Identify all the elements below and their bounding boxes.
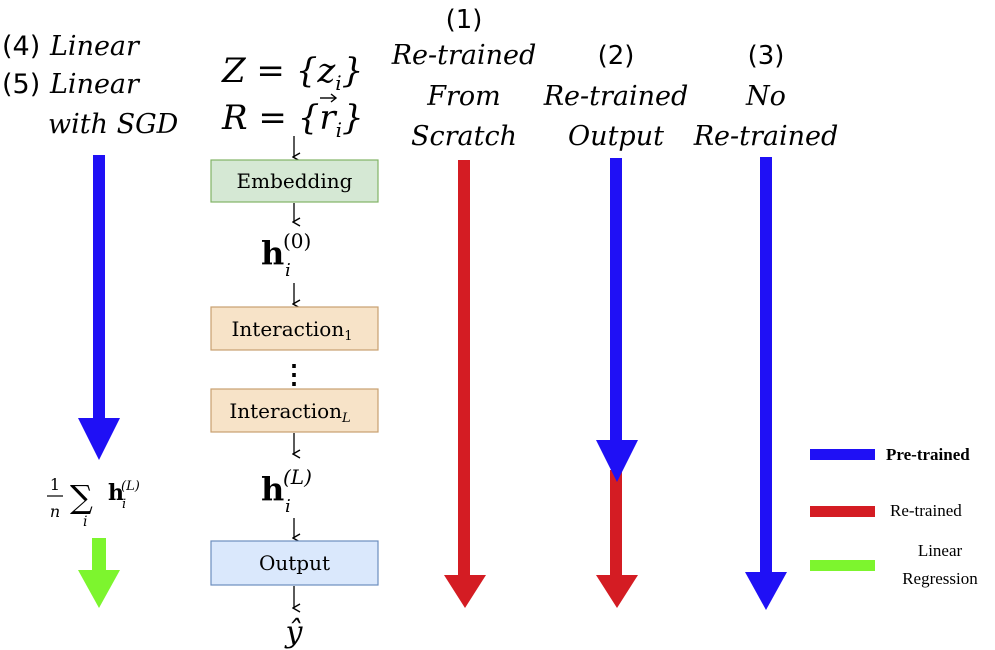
mean-frac-numerator: 1 [50, 475, 60, 494]
h0-sup: (0) [283, 229, 311, 253]
legend-swatch-retrained [810, 506, 875, 517]
r-definition: R = {ri} [221, 98, 364, 142]
interaction-1-label: Interaction1 [232, 317, 353, 344]
output-label: Output [259, 551, 330, 575]
column-3-heading: (3) No Re-trained [693, 41, 839, 152]
interaction-ellipsis: ⋮ [281, 360, 307, 390]
hL-representation: h i (L) [261, 465, 312, 517]
linear-sgd-label: Linear [49, 69, 141, 100]
column-3-line2: Re-trained [693, 121, 839, 152]
with-sgd-label: with SGD [48, 109, 179, 140]
column-1-heading: (1) Re-trained From Scratch [391, 5, 537, 152]
sum-index: i [83, 514, 87, 530]
legend-label-retrained: Re-trained [890, 501, 962, 520]
mean-h-symbol: h [108, 480, 124, 506]
legend-swatch-linear-regression [810, 560, 875, 571]
column-1-retrained-arrow [444, 160, 486, 608]
legend-swatch-pretrained [810, 449, 875, 460]
legend-item-pretrained: Pre-trained [810, 445, 970, 464]
mean-h-sub: i [122, 497, 126, 512]
input-definitions: Z = {zi} R = {ri} [221, 51, 364, 142]
column-1-number: (1) [446, 5, 483, 35]
linear-label: Linear [49, 31, 141, 62]
legend-item-linear-regression: Linear Regression [810, 541, 978, 588]
mean-frac-denominator: n [50, 502, 60, 521]
legend-label-pretrained: Pre-trained [886, 445, 970, 464]
column-1-line3: Scratch [411, 121, 517, 152]
legend-item-retrained: Re-trained [810, 501, 962, 520]
column-1-line1: Re-trained [391, 40, 537, 71]
hL-sup: (L) [283, 465, 312, 489]
column-3-line1: No [745, 81, 786, 112]
linear-sgd-number: (5) [2, 69, 40, 100]
column-1-line2: From [426, 81, 501, 112]
prediction-yhat: ŷ [284, 615, 304, 650]
sum-symbol: ∑ [70, 478, 93, 516]
embedding-block: Embedding [210, 159, 379, 203]
h0-sub: i [285, 260, 291, 281]
left-pretrained-arrow [78, 155, 120, 460]
column-2-pretrained-arrow [596, 158, 638, 482]
column-2-retrained-arrow [596, 470, 638, 608]
interaction-1-block: Interaction1 [210, 306, 379, 351]
legend: Pre-trained Re-trained Linear Regression [810, 445, 978, 588]
left-regression-arrow [78, 538, 120, 608]
h0-representation: h i (0) [261, 229, 311, 281]
mean-h-sup: (L) [121, 479, 140, 494]
column-3-number: (3) [748, 41, 785, 71]
legend-label-linear: Linear [918, 541, 963, 560]
output-block: Output [210, 540, 379, 586]
interaction-L-label: InteractionL [229, 399, 350, 426]
linear-number: (4) [2, 31, 40, 62]
column-2-heading: (2) Re-trained Output [543, 41, 689, 152]
left-column-heading: (4) Linear (5) Linear with SGD [2, 31, 179, 140]
h0-symbol: h [261, 234, 284, 272]
z-definition: Z = {zi} [221, 51, 363, 95]
embedding-label: Embedding [237, 169, 353, 193]
legend-label-regression: Regression [902, 569, 978, 588]
hL-sub: i [285, 496, 291, 517]
column-2-number: (2) [598, 41, 635, 71]
mean-readout-formula: 1 n ∑ i h i (L) [47, 475, 140, 530]
column-2-line1: Re-trained [543, 81, 689, 112]
interaction-L-block: InteractionL [210, 388, 379, 433]
column-2-line2: Output [568, 121, 664, 152]
column-3-pretrained-arrow [745, 157, 787, 610]
hL-symbol: h [261, 470, 284, 508]
